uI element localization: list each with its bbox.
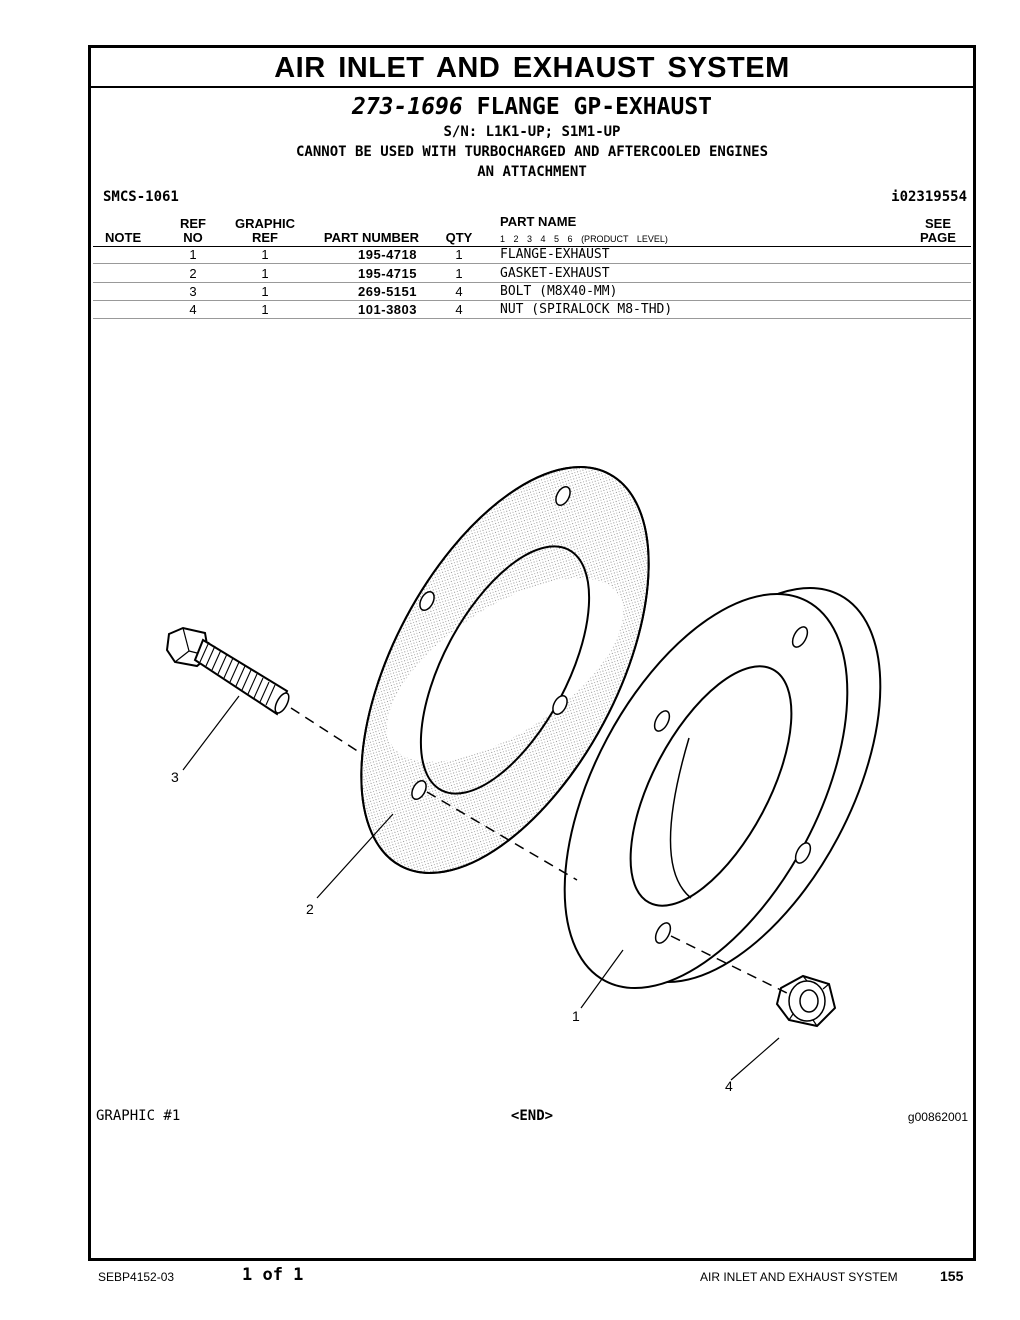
col-note: NOTE (105, 230, 142, 245)
row-part-name: BOLT (M8X40-MM) (500, 284, 618, 299)
footer-page-number: 155 (940, 1268, 964, 1284)
col-see-top: SEE (924, 216, 951, 231)
row-qty: 4 (455, 284, 463, 299)
row-qty: 1 (455, 266, 463, 281)
product-levels: 1 2 3 4 5 6 (PRODUCT LEVEL) (500, 234, 668, 244)
row-graphic-ref: 1 (261, 284, 269, 299)
row-divider (93, 282, 971, 283)
smcs-code: SMCS-1061 (103, 189, 179, 205)
col-ref-bottom: NO (183, 230, 203, 245)
row-divider (93, 300, 971, 301)
col-qty: QTY (445, 230, 473, 245)
row-ref-no: 1 (189, 247, 197, 262)
graphic-id: g00862001 (907, 1110, 968, 1124)
row-graphic-ref: 1 (261, 302, 269, 317)
gasket-exhaust (360, 466, 650, 874)
footer-doc-number: SEBP4152-03 (98, 1270, 175, 1284)
attachment-line: AN ATTACHMENT (477, 164, 587, 180)
footer-section: AIR INLET AND EXHAUST SYSTEM (700, 1270, 898, 1284)
nut-spiralock (775, 974, 837, 1028)
row-part-number: 101-3803 (358, 302, 417, 317)
leader-lines (182, 695, 780, 1081)
row-divider (93, 318, 971, 319)
col-graphic-top: GRAPHIC (235, 216, 295, 231)
row-part-name: NUT (SPIRALOCK M8-THD) (500, 302, 673, 317)
exploded-view-drawing (165, 466, 882, 1081)
row-ref-no: 2 (189, 266, 197, 281)
row-graphic-ref: 1 (261, 247, 269, 262)
col-part-number: PART NUMBER (323, 230, 419, 245)
callout-2: 2 (306, 901, 314, 917)
row-graphic-ref: 1 (261, 266, 269, 281)
group-title: 273-1696 FLANGE GP-EXHAUST (91, 92, 973, 122)
col-ref-top: REF (180, 216, 206, 231)
row-qty: 4 (455, 302, 463, 317)
col-graphic-bottom: REF (252, 230, 278, 245)
row-part-name: FLANGE-EXHAUST (500, 247, 610, 262)
level-numbers: 1 2 3 4 5 6 (500, 234, 573, 244)
end-mark: <END> (510, 1108, 554, 1124)
row-part-name: GASKET-EXHAUST (500, 266, 610, 281)
product-level-label: (PRODUCT LEVEL) (581, 234, 668, 244)
callout-4: 4 (725, 1078, 733, 1094)
document-ident: i02319554 (891, 189, 967, 205)
graphic-label: GRAPHIC #1 (96, 1108, 181, 1124)
usage-note: CANNOT BE USED WITH TURBOCHARGED AND AFT… (295, 144, 768, 160)
group-number: 273-1696 (351, 94, 463, 120)
group-name: FLANGE GP-EXHAUST (476, 94, 713, 120)
row-ref-no: 3 (189, 284, 197, 299)
row-part-number: 195-4718 (358, 247, 417, 262)
row-ref-no: 4 (189, 302, 197, 317)
col-see-bottom: PAGE (920, 230, 956, 245)
callout-1: 1 (572, 1008, 580, 1024)
serial-numbers: S/N: L1K1-UP; S1M1-UP (443, 124, 621, 140)
header-rule (93, 246, 971, 247)
col-part-name: PART NAME (500, 214, 577, 229)
callout-3: 3 (171, 769, 179, 785)
alignment-lines (290, 707, 792, 996)
section-title: AIR INLET AND EXHAUST SYSTEM (91, 48, 973, 88)
bolt-m8x40 (165, 626, 290, 716)
row-part-number: 269-5151 (358, 284, 417, 299)
page-frame: AIR INLET AND EXHAUST SYSTEM 273-1696 FL… (88, 45, 976, 1261)
flange-exhaust (563, 587, 882, 989)
row-divider (93, 263, 971, 264)
footer-page-of: 1 of 1 (242, 1265, 304, 1285)
row-qty: 1 (455, 247, 463, 262)
row-part-number: 195-4715 (358, 266, 417, 281)
